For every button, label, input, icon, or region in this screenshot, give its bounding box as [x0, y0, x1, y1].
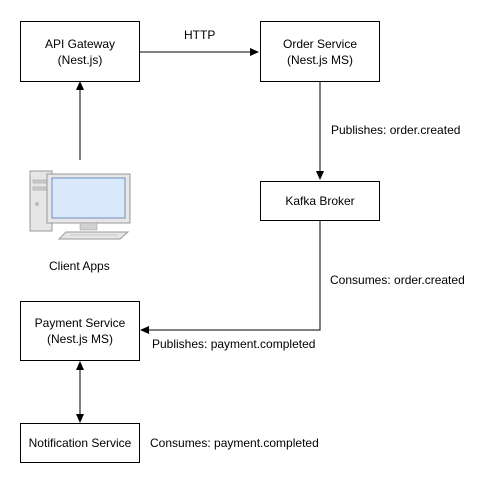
api-gateway-subtitle: (Nest.js)	[57, 52, 103, 67]
edge-kafka-to-payment	[140, 220, 321, 334]
kafka-broker-node: Kafka Broker	[260, 181, 380, 221]
order-service-subtitle: (Nest.js MS)	[287, 52, 353, 67]
payment-service-title: Payment Service	[34, 316, 126, 330]
order-service-node: Order Service (Nest.js MS)	[260, 21, 380, 82]
notification-service-node: Notification Service	[20, 423, 140, 463]
payment-service-node: Payment Service (Nest.js MS)	[20, 301, 140, 361]
notification-service-title: Notification Service	[28, 436, 132, 450]
publishes-order-label: Publishes: order.created	[331, 123, 461, 137]
http-edge-label: HTTP	[184, 28, 216, 42]
api-gateway-title: API Gateway	[44, 36, 116, 51]
publishes-payment-label: Publishes: payment.completed	[152, 337, 316, 351]
order-service-title: Order Service	[282, 36, 358, 51]
consumes-order-label: Consumes: order.created	[330, 273, 465, 287]
edge-client-to-gateway	[76, 81, 84, 160]
api-gateway-node: API Gateway (Nest.js)	[20, 21, 140, 82]
edge-payment-notification	[76, 361, 84, 423]
kafka-broker-title: Kafka Broker	[285, 194, 355, 208]
desktop-computer-icon	[29, 170, 131, 240]
payment-service-subtitle: (Nest.js MS)	[47, 332, 113, 346]
client-apps-label: Client Apps	[49, 259, 110, 273]
edge-order-to-kafka	[316, 81, 324, 180]
edge-gateway-to-order	[140, 48, 259, 56]
consumes-payment-label: Consumes: payment.completed	[150, 436, 319, 450]
